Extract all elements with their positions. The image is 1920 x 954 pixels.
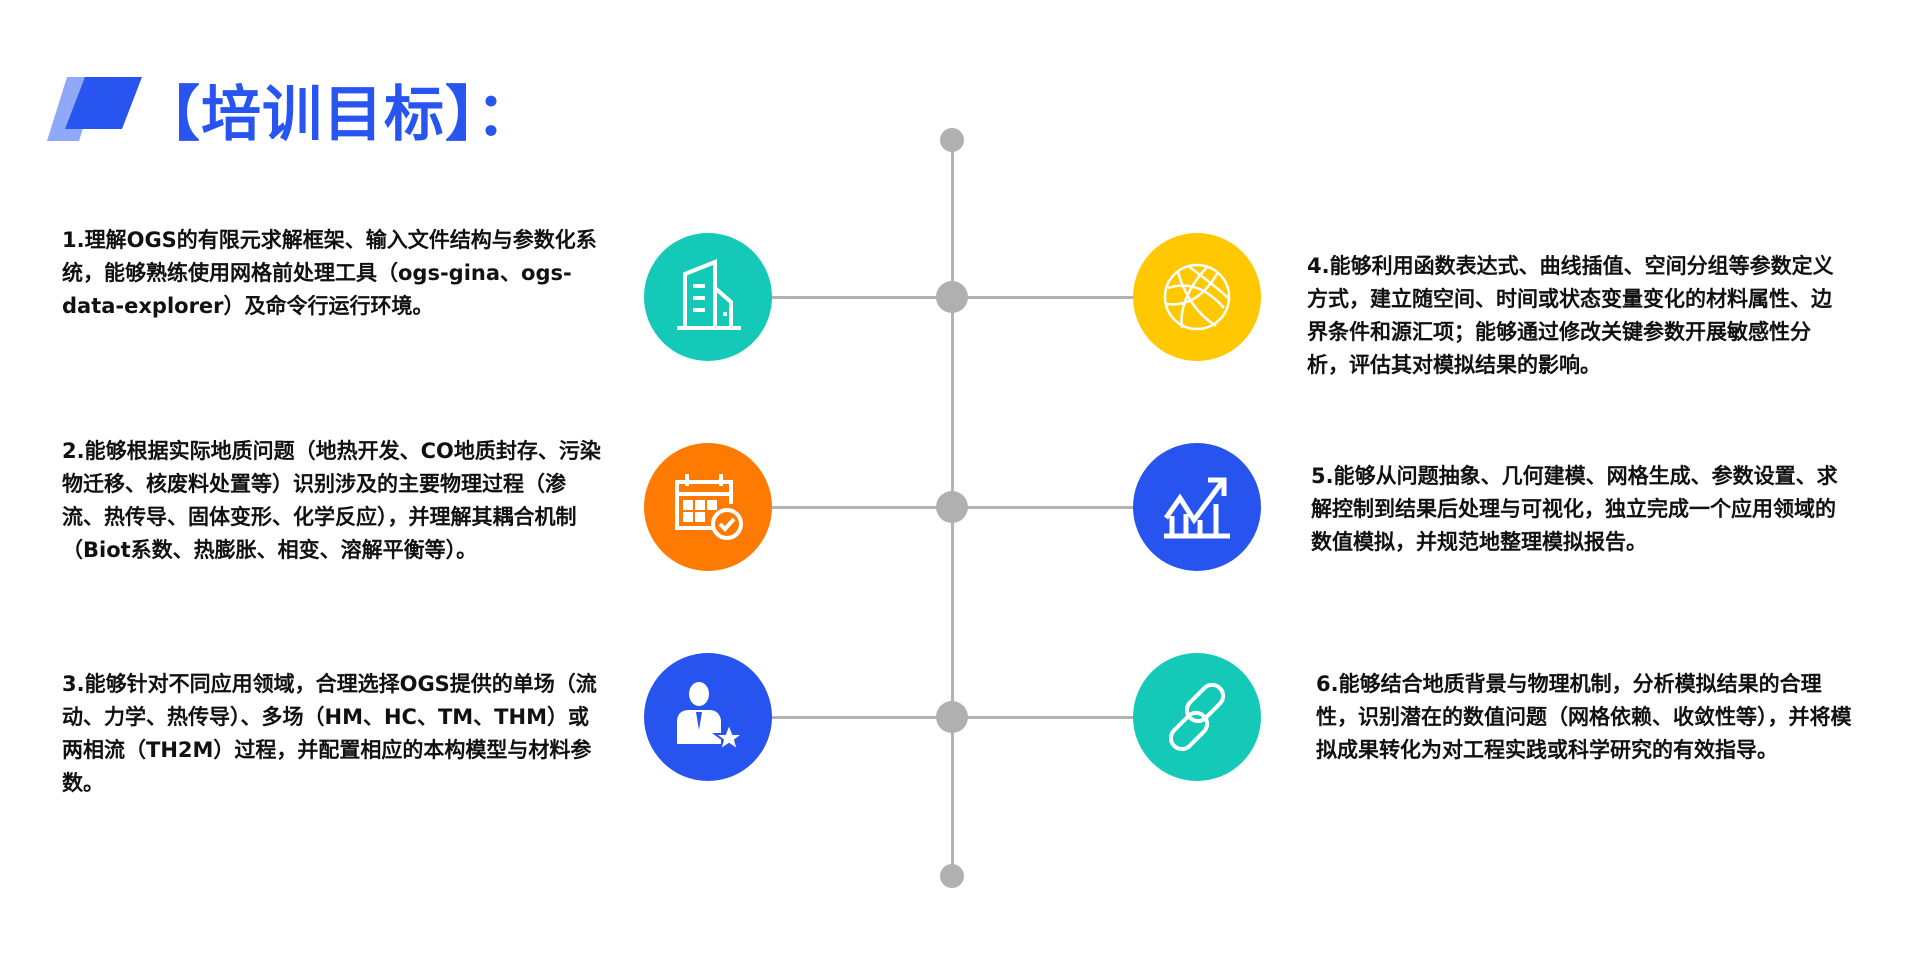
goal-3-text: 3.能够针对不同应用领域，合理选择OGS提供的单场（流动、力学、热传导）、多场（… [62,672,597,795]
goal-4-text: 4.能够利用函数表达式、曲线插值、空间分组等参数定义方式，建立随空间、时间或状态… [1307,254,1834,377]
timeline-node-2 [936,491,968,523]
goal-2-badge [644,443,772,571]
person-star-icon [677,682,746,753]
page-title: 【培训目标】： [140,80,537,150]
goal-6-badge [1133,653,1261,781]
link-icon [1168,682,1226,752]
chart-up-icon [1163,477,1230,539]
timeline-node-1 [936,281,968,313]
goal-1-text: 1.理解OGS的有限元求解框架、输入文件结构与参数化系统，能够熟练使用网格前处理… [62,228,597,318]
building-icon [677,259,741,330]
goal-2-text: 2.能够根据实际地质问题（地热开发、CO地质封存、污染物迁移、核废料处置等）识别… [62,439,601,562]
goal-6-text: 6.能够结合地质背景与物理机制，分析模拟结果的合理性，识别潜在的数值问题（网格依… [1316,672,1852,762]
globe-icon [1163,263,1231,331]
title-logo-icon [47,77,142,141]
timeline-bottom-dot [940,864,964,888]
goal-5-text: 5.能够从问题抽象、几何建模、网格生成、参数设置、求解控制到结果后处理与可视化，… [1311,464,1838,554]
calendar-check-icon [675,474,743,540]
goal-3-badge [644,653,772,781]
goal-5-badge [1133,443,1261,571]
timeline-node-3 [936,701,968,733]
timeline-top-dot [940,128,964,152]
goal-4-badge [1133,233,1261,361]
goal-1-badge [644,233,772,361]
